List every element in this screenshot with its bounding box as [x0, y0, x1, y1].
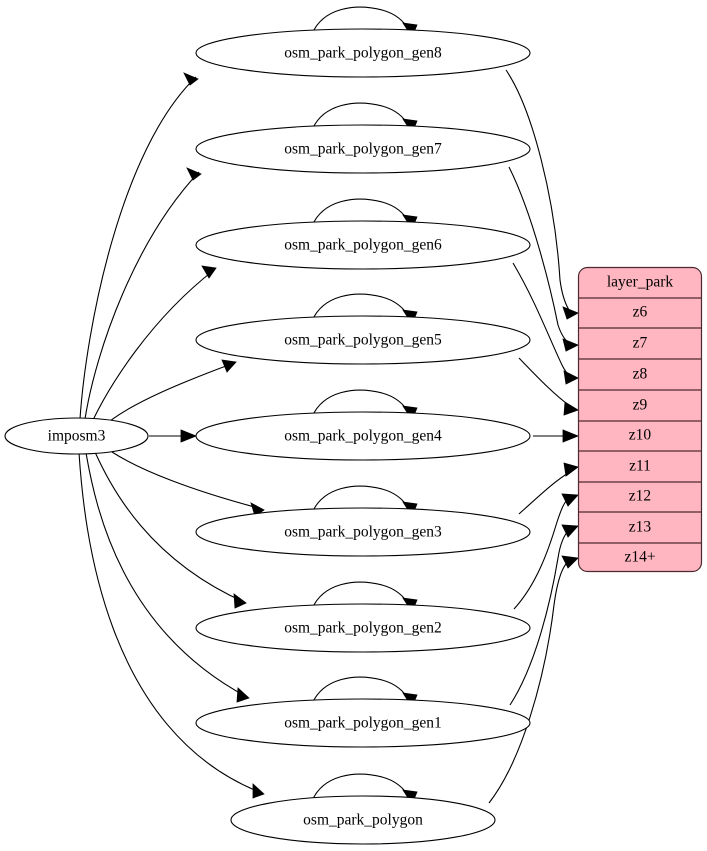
- arrowhead-imposm3-gen6: [201, 265, 217, 279]
- layer-row-z13[interactable]: z13: [629, 519, 652, 536]
- edge-imposm3-gen6: [92, 269, 215, 421]
- node-gen4[interactable]: osm_park_polygon_gen4: [195, 411, 531, 461]
- gen6-ellipse[interactable]: [195, 220, 531, 270]
- base-label: osm_park_polygon: [303, 812, 423, 829]
- gen1-label: osm_park_polygon_gen1: [284, 715, 442, 732]
- arrowhead-gen8-z6: [562, 306, 579, 320]
- gen5-ellipse[interactable]: [195, 315, 531, 365]
- layer-row-z10[interactable]: z10: [629, 427, 652, 444]
- gen4-label: osm_park_polygon_gen4: [284, 428, 442, 445]
- gen7-ellipse[interactable]: [195, 124, 531, 174]
- edge-imposm3-gen2: [94, 451, 245, 603]
- node-gen5[interactable]: osm_park_polygon_gen5: [195, 315, 531, 365]
- edge-imposm3-gen1: [85, 452, 248, 698]
- arrowhead-gen7-z7: [562, 338, 579, 352]
- imposm3-label: imposm3: [48, 428, 106, 445]
- arrowhead-gen5-z9: [563, 401, 579, 416]
- layer-park-header-label: layer_park: [607, 274, 674, 291]
- edges-imposm3-to-nodes: [78, 72, 265, 799]
- arrowhead-imposm3-gen5: [221, 359, 237, 373]
- edge-imposm3-gen3: [111, 451, 263, 510]
- arrowhead-gen3-z11: [563, 462, 579, 477]
- gen4-ellipse[interactable]: [195, 411, 531, 461]
- layer-row-z8[interactable]: z8: [633, 366, 648, 383]
- edge-imposm3-gen5: [109, 362, 235, 422]
- layer-row-z14[interactable]: z14+: [624, 549, 655, 566]
- arrowhead-imposm3-gen4: [180, 429, 198, 443]
- gen2-label: osm_park_polygon_gen2: [284, 620, 442, 637]
- edge-gen1-z13: [509, 529, 570, 706]
- edge-imposm3-gen7: [84, 171, 200, 420]
- arrowhead-gen6-z8: [563, 370, 579, 385]
- layer-park-record[interactable]: layer_park z6 z7 z8 z9 z10 z11 z12 z13 z…: [577, 266, 703, 573]
- node-imposm3[interactable]: imposm3: [4, 417, 149, 455]
- arrowhead-base-z14: [561, 555, 579, 569]
- layer-park-box[interactable]: [577, 266, 703, 573]
- gen7-label: osm_park_polygon_gen7: [284, 141, 442, 158]
- edge-base-z14: [488, 560, 570, 804]
- arrowhead-imposm3-gen2: [233, 593, 247, 609]
- node-base[interactable]: osm_park_polygon: [230, 795, 496, 845]
- arrowhead-gen1-z13: [561, 524, 579, 538]
- gen6-label: osm_park_polygon_gen6: [284, 237, 442, 254]
- edge-gen6-z8: [512, 262, 571, 377]
- arrowhead-imposm3-gen1: [236, 687, 250, 703]
- gen3-ellipse[interactable]: [195, 507, 531, 557]
- layer-row-z7[interactable]: z7: [633, 335, 648, 352]
- arrowhead-gen2-z12: [561, 493, 579, 507]
- edge-imposm3-base: [78, 452, 263, 794]
- gen8-label: osm_park_polygon_gen8: [284, 45, 442, 62]
- gen1-ellipse[interactable]: [195, 698, 531, 748]
- layer-row-z9[interactable]: z9: [633, 397, 648, 414]
- edge-gen8-z6: [505, 69, 570, 311]
- edge-gen2-z12: [513, 497, 570, 610]
- node-gen3[interactable]: osm_park_polygon_gen3: [195, 507, 531, 557]
- arrowhead-imposm3-base: [252, 783, 265, 799]
- gen8-ellipse[interactable]: [195, 28, 531, 78]
- gen5-label: osm_park_polygon_gen5: [284, 332, 442, 349]
- edges-nodes-to-layer: [488, 69, 580, 804]
- arrowhead-imposm3-gen7: [186, 167, 202, 181]
- node-gen2[interactable]: osm_park_polygon_gen2: [195, 603, 531, 653]
- arrowhead-gen4-z10: [562, 429, 580, 443]
- node-gen8[interactable]: osm_park_polygon_gen8: [195, 28, 531, 78]
- layer-row-z6[interactable]: z6: [633, 304, 648, 321]
- base-ellipse[interactable]: [230, 795, 496, 845]
- imposm3-ellipse[interactable]: [4, 417, 149, 455]
- gen2-ellipse[interactable]: [195, 603, 531, 653]
- gen3-label: osm_park_polygon_gen3: [284, 524, 442, 541]
- node-gen1[interactable]: osm_park_polygon_gen1: [195, 698, 531, 748]
- node-gen7[interactable]: osm_park_polygon_gen7: [195, 124, 531, 174]
- layer-row-z12[interactable]: z12: [629, 488, 651, 505]
- layer-row-z11[interactable]: z11: [629, 458, 651, 475]
- edge-imposm3-gen8: [79, 76, 197, 420]
- arrowhead-imposm3-gen8: [183, 72, 199, 86]
- edge-gen7-z7: [508, 166, 570, 344]
- node-gen6[interactable]: osm_park_polygon_gen6: [195, 220, 531, 270]
